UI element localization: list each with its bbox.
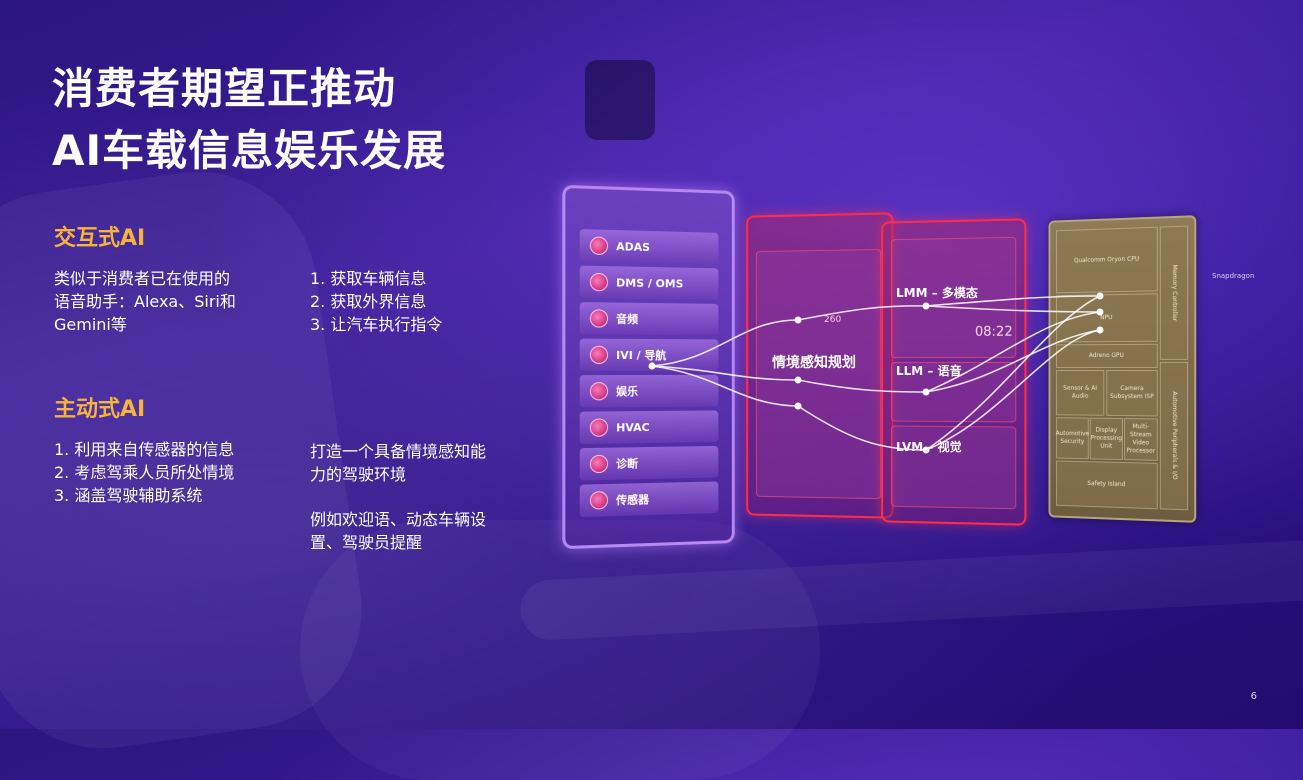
link-node <box>1096 308 1104 316</box>
proactive-ai-heading: 主动式AI <box>54 397 146 422</box>
connection-lines <box>0 0 1303 729</box>
link-line <box>797 379 927 393</box>
link-node <box>1096 326 1104 334</box>
model-label-lmm: LMM – 多模态 <box>896 286 978 300</box>
example-line: 置、驾驶员提醒 <box>310 533 423 552</box>
description-line: 类似于消费者已在使用的 <box>54 269 231 288</box>
example-line: 例如欢迎语、动态车辆设 <box>310 510 487 529</box>
proactive-ai-goal: 打造一个具备情境感知能 力的驾驶环境 <box>310 440 540 486</box>
list-item: 3. 让汽车执行指令 <box>310 315 443 334</box>
interactive-ai-description: 类似于消费者已在使用的 语音助手：Alexa、Siri和 Gemini等 <box>54 267 294 336</box>
link-line <box>651 365 799 407</box>
link-node <box>922 302 930 310</box>
context-planning-label: 情境感知规划 <box>772 355 856 371</box>
link-line <box>797 305 927 321</box>
link-node <box>1096 292 1104 300</box>
list-item: 2. 获取外界信息 <box>310 292 427 311</box>
link-line <box>925 311 1101 393</box>
slide-title: 消费者期望正推动 AI车载信息娱乐发展 <box>52 58 446 182</box>
model-label-lvm: LVM – 视觉 <box>896 440 962 454</box>
link-node <box>794 316 802 324</box>
interactive-ai-heading: 交互式AI <box>54 226 146 251</box>
link-line <box>925 295 1101 451</box>
proactive-ai-points: 1. 利用来自传感器的信息 2. 考虑驾乘人员所处情境 3. 涵盖驾驶辅助系统 <box>54 438 294 507</box>
list-item: 3. 涵盖驾驶辅助系统 <box>54 486 203 505</box>
title-line-1: 消费者期望正推动 <box>52 64 397 113</box>
description-line: Gemini等 <box>54 315 127 334</box>
link-line <box>925 295 1101 307</box>
goal-line: 力的驾驶环境 <box>310 465 407 484</box>
link-line <box>651 319 799 367</box>
link-node <box>922 388 930 396</box>
link-line <box>797 405 927 451</box>
goal-line: 打造一个具备情境感知能 <box>310 442 487 461</box>
proactive-ai-examples: 例如欢迎语、动态车辆设 置、驾驶员提醒 <box>310 508 540 554</box>
list-item: 1. 利用来自传感器的信息 <box>54 440 235 459</box>
rearview-mirror <box>585 60 655 140</box>
link-node <box>794 402 802 410</box>
page-number: 6 <box>1250 691 1257 702</box>
link-line <box>651 365 799 381</box>
list-item: 2. 考虑驾乘人员所处情境 <box>54 463 235 482</box>
link-line <box>925 329 1101 393</box>
link-node <box>922 446 930 454</box>
interactive-ai-capabilities: 1. 获取车辆信息 2. 获取外界信息 3. 让汽车执行指令 <box>310 267 530 336</box>
link-node <box>648 362 656 370</box>
link-line <box>925 329 1101 451</box>
list-item: 1. 获取车辆信息 <box>310 269 427 288</box>
title-line-2: AI车载信息娱乐发展 <box>52 126 447 175</box>
model-label-llm: LLM – 语音 <box>896 364 962 378</box>
snapdragon-brand: Snapdragon <box>1212 272 1255 280</box>
link-line <box>925 305 1101 313</box>
description-line: 语音助手：Alexa、Siri和 <box>54 292 236 311</box>
link-node <box>794 376 802 384</box>
